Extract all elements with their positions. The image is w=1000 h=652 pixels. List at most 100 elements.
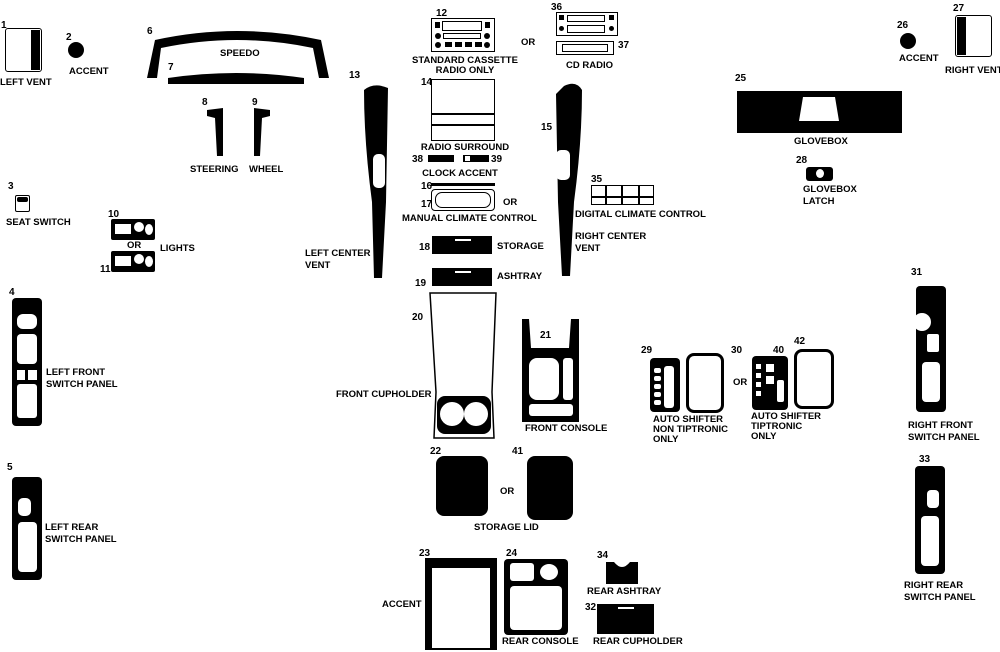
- digital-climate-control-label: DIGITAL CLIMATE CONTROL: [575, 209, 706, 220]
- front-console-part: [522, 319, 579, 422]
- part-3-number: 3: [8, 181, 14, 192]
- front-console-label: FRONT CONSOLE: [525, 423, 608, 434]
- wheel-label: WHEEL: [249, 164, 284, 175]
- part-7-number: 7: [168, 62, 174, 73]
- left-center-vent-part: [364, 85, 388, 278]
- part-4-number: 4: [9, 287, 15, 298]
- part-20-number: 20: [412, 312, 424, 323]
- left-rear-switch-panel-label-2: SWITCH PANEL: [45, 534, 117, 545]
- part-17-number: 17: [421, 199, 433, 210]
- clock-accent-label: CLOCK ACCENT: [422, 168, 498, 179]
- rear-console-label: REAR CONSOLE: [502, 636, 579, 647]
- part-22-number: 22: [430, 446, 442, 457]
- part-26-number: 26: [897, 20, 909, 31]
- left-accent-label: ACCENT: [69, 66, 109, 77]
- glovebox-latch-label-2: LATCH: [803, 196, 835, 207]
- right-center-vent-label-2: VENT: [575, 243, 601, 254]
- part-6-number: 6: [147, 26, 153, 37]
- storage-lid-or: OR: [500, 486, 515, 497]
- climate-or: OR: [503, 197, 518, 208]
- part-12-number: 12: [436, 8, 448, 19]
- clock-accent-part-38: [428, 155, 454, 162]
- left-vent-label: LEFT VENT: [0, 77, 52, 88]
- part-29-number: 29: [641, 345, 653, 356]
- part-13-number: 13: [349, 70, 361, 81]
- part-14-number: 14: [421, 77, 433, 88]
- rear-cupholder-label: REAR CUPHOLDER: [593, 636, 683, 647]
- front-cupholder-label: FRONT CUPHOLDER: [336, 389, 432, 400]
- auto-shifter-tiptronic-label-3: ONLY: [751, 431, 777, 442]
- right-rear-switch-panel-label-2: SWITCH PANEL: [904, 592, 976, 603]
- speedo-part: [147, 31, 329, 78]
- cassette-radio-label-1: STANDARD CASSETTE: [412, 55, 518, 66]
- part-10-number: 10: [108, 209, 120, 220]
- left-accent-part: [68, 42, 84, 58]
- right-front-switch-panel-label-2: SWITCH PANEL: [908, 432, 980, 443]
- auto-shifter-non-tiptronic-label-3: ONLY: [653, 434, 679, 445]
- glovebox-part: [737, 91, 902, 133]
- part-34-number: 34: [597, 550, 609, 561]
- glovebox-latch-label-1: GLOVEBOX: [803, 184, 857, 195]
- part-16-number: 16: [421, 181, 433, 192]
- cd-radio-label: CD RADIO: [566, 60, 613, 71]
- part-30-number: 30: [731, 345, 743, 356]
- part-21-number: 21: [540, 330, 552, 341]
- manual-climate-control-label: MANUAL CLIMATE CONTROL: [402, 213, 537, 224]
- part-2-number: 2: [66, 32, 72, 43]
- auto-shifter-part-42: [794, 349, 834, 409]
- part-18-number: 18: [419, 242, 431, 253]
- right-accent-part: [900, 33, 916, 49]
- right-rear-switch-panel-part: [915, 466, 945, 574]
- right-front-switch-panel-label-1: RIGHT FRONT: [908, 420, 973, 431]
- part-23-number: 23: [419, 548, 431, 559]
- part-27-number: 27: [953, 3, 965, 14]
- right-center-vent-part: [556, 83, 582, 276]
- part-38-number: 38: [412, 154, 424, 165]
- part-9-number: 9: [252, 97, 258, 108]
- part-32-number: 32: [585, 602, 597, 613]
- part-42-number: 42: [794, 336, 806, 347]
- left-rear-switch-panel-label-1: LEFT REAR: [45, 522, 99, 533]
- rear-ashtray-part: [606, 562, 638, 584]
- right-accent-label: ACCENT: [899, 53, 939, 64]
- left-center-vent-label-1: LEFT CENTER: [305, 248, 371, 259]
- right-rear-switch-panel-label-1: RIGHT REAR: [904, 580, 964, 591]
- lights-or: OR: [127, 240, 142, 251]
- right-vent-label: RIGHT VENT: [945, 65, 1000, 76]
- part-19-number: 19: [415, 278, 427, 289]
- part-5-number: 5: [7, 462, 13, 473]
- shifter-or: OR: [733, 377, 748, 388]
- storage-lid-label: STORAGE LID: [474, 522, 539, 533]
- auto-shifter-tiptronic-label-2: TIPTRONIC: [751, 421, 803, 432]
- right-center-vent-label-1: RIGHT CENTER: [575, 231, 647, 242]
- part-41-number: 41: [512, 446, 524, 457]
- steering-part-right: [254, 108, 270, 156]
- glovebox-label: GLOVEBOX: [794, 136, 848, 147]
- radio-surround-label: RADIO SURROUND: [420, 142, 510, 153]
- part-31-number: 31: [911, 267, 923, 278]
- part-24-number: 24: [506, 548, 518, 559]
- auto-shifter-non-tiptronic-label-2: NON TIPTRONIC: [653, 424, 728, 435]
- part-39-number: 39: [491, 154, 503, 165]
- auto-shifter-non-tiptronic-label-1: AUTO SHIFTER: [653, 414, 724, 425]
- cassette-radio-label-2: RADIO ONLY: [435, 65, 495, 76]
- storage-label: STORAGE: [497, 241, 544, 252]
- left-front-switch-panel-label-1: LEFT FRONT: [46, 367, 106, 378]
- part-8-number: 8: [202, 97, 208, 108]
- part-1-number: 1: [1, 20, 7, 31]
- speedo-label: SPEEDO: [220, 48, 260, 59]
- rear-accent-label: ACCENT: [382, 599, 422, 610]
- radio-or: OR: [521, 37, 536, 48]
- steering-label: STEERING: [190, 164, 239, 175]
- front-cupholder-part: [429, 292, 497, 439]
- part-40-number: 40: [773, 345, 785, 356]
- speedo-lower-part: [168, 73, 304, 84]
- part-28-number: 28: [796, 155, 808, 166]
- left-front-switch-panel-label-2: SWITCH PANEL: [46, 379, 118, 390]
- steering-part-left: [207, 108, 223, 156]
- auto-shifter-tiptronic-label-1: AUTO SHIFTER: [751, 411, 822, 422]
- part-11-number: 11: [100, 264, 111, 275]
- lights-label: LIGHTS: [160, 243, 195, 254]
- seat-switch-label: SEAT SWITCH: [6, 217, 71, 228]
- climate-strip-part: [431, 183, 495, 186]
